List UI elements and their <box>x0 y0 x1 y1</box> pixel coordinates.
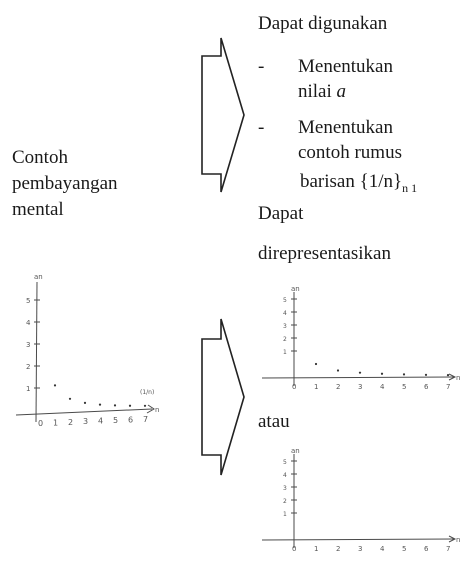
data-point <box>68 397 72 400</box>
x-axis-label: n <box>456 536 460 544</box>
x-tick-label: 6 <box>424 383 429 391</box>
y-tick-label: 1 <box>283 511 287 518</box>
data-point <box>380 372 384 375</box>
sequence-graph-1: an n 5 4 3 2 1 0 1 2 3 4 5 6 7 <box>261 285 460 391</box>
bullet1-line1: Menentukan <box>298 56 393 77</box>
y-axis-label: an <box>291 285 300 293</box>
y-tick-label: 3 <box>26 341 30 349</box>
x-tick-label: 7 <box>143 415 148 424</box>
sketch-annotation: (1/n) <box>140 389 154 396</box>
x-tick-label: 2 <box>68 418 73 427</box>
x-tick-label: 0 <box>292 545 296 553</box>
data-point <box>113 404 117 407</box>
bullet2-line3: barisan {1/n}n 1 <box>300 170 417 195</box>
bullet2-line1: Menentukan <box>298 117 393 138</box>
x-tick-label: 7 <box>446 545 450 553</box>
y-tick-label: 4 <box>283 310 287 317</box>
separator-atau: atau <box>258 411 290 432</box>
x-tick-label: 6 <box>128 415 133 424</box>
bullet2-line2: contoh rumus <box>298 142 402 163</box>
bullet1-variable: a <box>336 81 347 102</box>
mental-image-sketch: an n (1/n) 5 4 3 2 1 0 1 2 3 4 5 6 7 <box>15 273 159 428</box>
x-tick-label: 5 <box>113 416 118 425</box>
data-point <box>402 373 406 376</box>
data-point <box>53 384 57 387</box>
bullet2-subscript: n 1 <box>402 181 418 195</box>
y-axis <box>35 281 38 423</box>
left-label-line3: mental <box>12 199 64 220</box>
bullet1-prefix: nilai <box>298 81 337 102</box>
x-tick-label: 0 <box>292 383 296 391</box>
x-axis-label: n <box>155 406 159 414</box>
bullet1-dash: - <box>258 56 265 77</box>
x-tick-label: 5 <box>402 383 406 391</box>
y-tick-label: 2 <box>283 498 287 505</box>
data-point <box>446 374 450 377</box>
y-axis-label: an <box>34 273 43 281</box>
heading-dapat-digunakan: Dapat digunakan <box>258 13 388 34</box>
x-axis <box>261 376 455 379</box>
sequence-graph-2: an n 5 4 3 2 1 0 1 2 3 4 5 6 7 <box>261 447 460 553</box>
x-tick-label: 4 <box>380 545 385 553</box>
y-tick-label: 3 <box>283 323 287 330</box>
bullet2-formula: barisan {1/n} <box>300 171 403 192</box>
arrow-right-icon <box>201 318 245 476</box>
data-point <box>424 373 428 376</box>
arrow-right-icon <box>201 37 245 193</box>
x-tick-label: 1 <box>314 545 318 553</box>
bullet2-dash: - <box>258 117 265 138</box>
x-tick-label: 7 <box>446 383 450 391</box>
x-tick-label: 1 <box>53 418 58 427</box>
x-tick-label: 0 <box>38 419 43 428</box>
data-point <box>128 404 132 407</box>
x-axis <box>15 408 153 416</box>
y-tick-label: 2 <box>283 336 287 343</box>
data-point <box>358 371 362 374</box>
x-tick-label: 2 <box>336 545 340 553</box>
x-tick-label: 3 <box>358 545 362 553</box>
y-tick-label: 1 <box>26 385 30 393</box>
x-tick-label: 4 <box>98 417 103 426</box>
y-tick-label: 5 <box>26 297 30 305</box>
x-tick-label: 5 <box>402 545 406 553</box>
x-tick-label: 3 <box>358 383 362 391</box>
data-point <box>143 404 147 407</box>
heading2-line2: direpresentasikan <box>258 243 391 264</box>
y-tick-label: 4 <box>283 472 287 479</box>
x-tick-label: 6 <box>424 545 429 553</box>
x-axis <box>261 538 455 541</box>
data-point <box>98 403 102 406</box>
y-tick-label: 2 <box>26 363 30 371</box>
left-label-line2: pembayangan <box>12 173 118 194</box>
x-tick-label: 3 <box>83 417 88 426</box>
y-axis-label: an <box>291 447 300 455</box>
x-axis-label: n <box>456 374 460 382</box>
y-tick-label: 1 <box>283 349 287 356</box>
x-tick-label: 2 <box>336 383 340 391</box>
x-tick-label: 1 <box>314 383 318 391</box>
y-tick-label: 4 <box>26 319 31 327</box>
x-tick-label: 4 <box>380 383 385 391</box>
data-point <box>314 362 318 366</box>
y-tick-label: 5 <box>283 297 287 304</box>
heading2-line1: Dapat <box>258 203 304 224</box>
data-point <box>336 369 340 372</box>
data-point <box>83 401 87 404</box>
left-label-line1: Contoh <box>12 147 68 168</box>
bullet1-line2: nilai a <box>298 80 346 104</box>
y-tick-label: 3 <box>283 485 287 492</box>
y-tick-label: 5 <box>283 459 287 466</box>
